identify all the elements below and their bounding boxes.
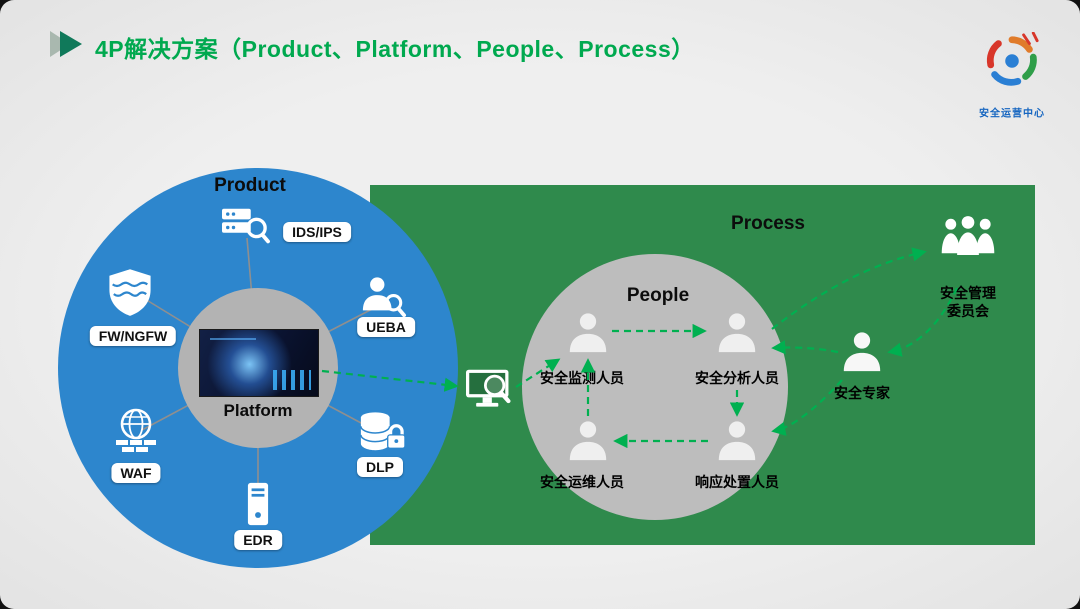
user-analytics-icon: [358, 274, 408, 320]
ids-ips-badge: IDS/IPS: [283, 222, 351, 242]
expert-person-icon: [839, 328, 885, 374]
ueba-badge: UEBA: [357, 317, 415, 337]
company-logo-icon: [982, 32, 1042, 90]
expert-label: 安全专家: [834, 385, 890, 401]
server-scan-icon: [217, 204, 273, 250]
edr-badge: EDR: [234, 530, 282, 550]
product-label: Product: [214, 175, 286, 196]
process-label: Process: [731, 213, 805, 234]
people-circle: [522, 254, 788, 520]
role-label-operations: 安全运维人员: [540, 474, 624, 490]
database-lock-icon: [356, 409, 406, 455]
committee-label: 安全管理委员会: [940, 284, 996, 319]
server-tower-icon: [236, 480, 280, 528]
people-label: People: [626, 285, 690, 306]
fw-ngfw-badge: FW/NGFW: [89, 326, 177, 346]
role-label-response: 响应处置人员: [695, 474, 779, 490]
role-person-icon: [714, 417, 760, 463]
platform-image: [199, 329, 319, 397]
role-person-icon: [714, 309, 760, 355]
platform-label: Platform: [223, 401, 293, 420]
globe-firewall-icon: [112, 405, 160, 455]
role-label-analysis: 安全分析人员: [695, 370, 779, 386]
monitor-search-icon: [464, 366, 516, 414]
waf-badge: WAF: [111, 463, 161, 483]
dlp-badge: DLP: [357, 457, 403, 477]
slide-title: 4P解决方案（Product、Platform、People、Process）: [95, 36, 695, 62]
shield-icon: [104, 266, 156, 318]
role-label-monitoring: 安全监测人员: [540, 370, 624, 386]
role-person-icon: [565, 417, 611, 463]
logo-caption: 安全运营中心: [979, 108, 1045, 120]
people-group-icon: [939, 215, 997, 257]
role-person-icon: [565, 309, 611, 355]
title-arrow-icon: [48, 28, 88, 60]
